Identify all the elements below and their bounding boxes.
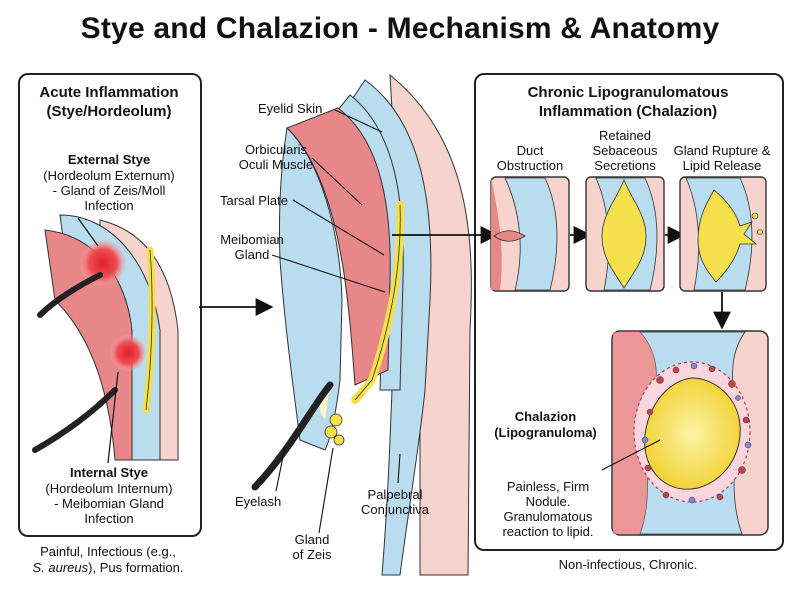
chronic-caption: Non-infectious, Chronic. — [558, 557, 698, 572]
step3-line2: Lipid Release — [682, 158, 762, 173]
acute-heading-line2: (Stye/Hordeolum) — [46, 103, 172, 120]
chalazion-frame — [611, 330, 769, 536]
duct-obstruction-label: Duct Obstruction — [485, 143, 575, 173]
meibomian-line2: Gland — [234, 247, 270, 262]
orbicularis-line1: Orbicularis — [244, 142, 308, 157]
step1-line2: Obstruction — [496, 158, 564, 173]
acute-heading: Acute Inflammation (Stye/Hordeolum) — [20, 83, 198, 121]
page-title: Stye and Chalazion - Mechanism & Anatomy — [80, 12, 720, 45]
palpebral-line1: Palpebral — [367, 487, 423, 502]
zeis-line1: Gland — [294, 532, 330, 547]
stye-eyelash-upper — [37, 272, 103, 318]
step1-line1: Duct — [516, 143, 544, 158]
internal-stye-lesion — [110, 335, 146, 371]
internal-stye-label: Internal Stye (Hordeolum Internum) - Mei… — [20, 465, 198, 526]
chalazion-pointer — [601, 439, 661, 471]
eyelash — [251, 381, 334, 491]
palpebral-conjunctiva-label: Palpebral Conjunctiva — [350, 487, 440, 517]
stye-eyelash-lower — [32, 387, 118, 453]
gland-of-zeis-label: Gland of Zeis — [282, 532, 342, 562]
meibomian-gland-label: Meibomian Gland — [212, 232, 292, 262]
retained-secretions-frame — [585, 176, 665, 292]
external-stye-lesion — [80, 240, 126, 286]
external-stye-line2: - Gland of Zeis/Moll — [52, 183, 166, 198]
external-stye-label: External Stye (Hordeolum Externum) - Gla… — [20, 152, 198, 213]
chalazion-label: Chalazion (Lipogranuloma) — [488, 409, 603, 441]
chalazion-title: Chalazion — [514, 409, 577, 424]
eyelash-label: Eyelash — [235, 494, 282, 509]
step2-line3: Secretions — [594, 158, 656, 173]
eyelid-skin-label: Eyelid Skin — [258, 101, 323, 116]
duct-obstruction-frame — [490, 176, 570, 292]
internal-stye-line2: - Meibomian Gland — [54, 496, 164, 511]
gland-rupture-frame — [679, 176, 767, 292]
orbicularis-label: Orbicularis Oculi Muscle — [226, 142, 326, 172]
chronic-heading-line1: Chronic Lipogranulomatous — [527, 84, 729, 101]
step2-line2: Sebaceous — [592, 143, 658, 158]
external-stye-line3: Infection — [84, 198, 134, 213]
internal-stye-pointer — [107, 371, 119, 464]
eyelid-cross-section — [278, 73, 472, 576]
acute-caption-organism: S. aureus — [32, 560, 89, 575]
meibomian-line1: Meibomian — [220, 232, 284, 247]
chalazion-subtitle: (Lipogranuloma) — [494, 425, 597, 440]
nodule-line1: Painless, Firm — [506, 479, 590, 494]
retained-secretions-label: Retained Sebaceous Secretions — [580, 128, 670, 173]
acute-caption-line2: S. aureus), Pus formation. — [8, 560, 208, 576]
acute-caption: Painful, Infectious (e.g., S. aureus), P… — [8, 544, 208, 576]
chronic-heading-line2: Inflammation (Chalazion) — [538, 103, 718, 120]
nodule-line4: reaction to lipid. — [502, 524, 594, 539]
nodule-description: Painless, Firm Nodule. Granulomatous rea… — [488, 479, 608, 539]
nodule-line3: Granulomatous — [503, 509, 593, 524]
acute-heading-line1: Acute Inflammation — [39, 84, 179, 101]
nodule-line2: Nodule. — [525, 494, 571, 509]
step2-line1: Retained — [598, 128, 652, 143]
acute-caption-line1: Painful, Infectious (e.g., — [40, 544, 176, 559]
orbicularis-line2: Oculi Muscle — [238, 157, 314, 172]
acute-caption-line2-rest: ), Pus formation. — [88, 560, 184, 575]
chronic-heading: Chronic Lipogranulomatous Inflammation (… — [476, 83, 780, 121]
step3-line1: Gland Rupture & — [673, 143, 771, 158]
zeis-line2: of Zeis — [292, 547, 332, 562]
tarsal-plate-label: Tarsal Plate — [220, 193, 288, 208]
gland-rupture-label: Gland Rupture & Lipid Release — [667, 143, 777, 173]
external-stye-title: External Stye — [67, 152, 151, 167]
external-stye-pointer — [77, 217, 99, 247]
internal-stye-line3: Infection — [84, 511, 134, 526]
external-stye-line1: (Hordeolum Externum) — [43, 168, 175, 183]
center-leader-lines — [271, 109, 401, 534]
internal-stye-line1: (Hordeolum Internum) — [45, 481, 173, 496]
internal-stye-title: Internal Stye — [69, 465, 149, 480]
palpebral-line2: Conjunctiva — [361, 502, 429, 517]
